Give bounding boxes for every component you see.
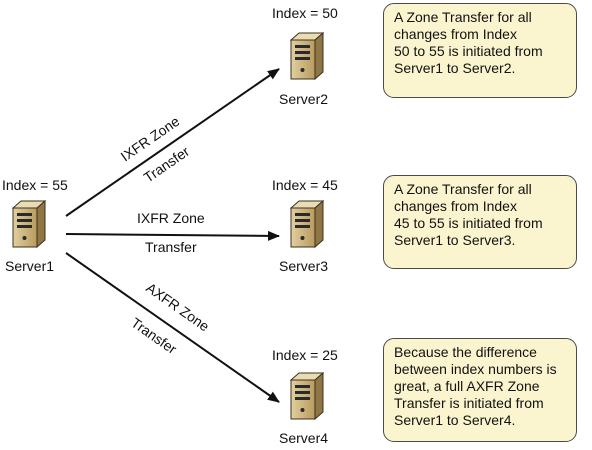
server3-index-label: Index = 45 <box>272 177 338 193</box>
transfer-label-2-line2: Transfer <box>145 239 197 255</box>
note-server3: A Zone Transfer for all changes from Ind… <box>383 175 577 269</box>
note-line: 50 to 55 is initiated from <box>394 43 543 59</box>
server1-index-label: Index = 55 <box>2 177 68 193</box>
server2-index-label: Index = 50 <box>272 5 338 21</box>
note-line: Transfer is initiated from <box>394 395 544 411</box>
server3-label: Server3 <box>279 258 328 274</box>
note-line: great, a full AXFR Zone <box>394 378 540 394</box>
arrow-server1-to-server4 <box>65 252 280 403</box>
note-line: Server1 to Server4. <box>394 412 516 428</box>
arrow-server1-to-server2 <box>65 68 280 217</box>
note-line: 45 to 55 is initiated from <box>394 215 543 231</box>
note-server2: A Zone Transfer for all changes from Ind… <box>383 3 577 98</box>
note-server4: Because the difference between index num… <box>383 338 577 442</box>
server1-icon <box>12 200 46 248</box>
server1-label: Server1 <box>5 258 54 274</box>
note-line: changes from Index <box>394 26 517 42</box>
note-line: Server1 to Server2. <box>394 60 516 76</box>
note-line: Because the difference <box>394 344 537 360</box>
server4-label: Server4 <box>279 430 328 446</box>
server3-icon <box>290 200 324 248</box>
server2-label: Server2 <box>279 91 328 107</box>
transfer-label-3-line2: Transfer <box>128 314 180 357</box>
note-line: Server1 to Server3. <box>394 232 516 248</box>
note-line: A Zone Transfer for all <box>394 9 532 25</box>
arrow-server1-to-server3 <box>65 230 280 241</box>
server2-icon <box>290 32 324 80</box>
transfer-label-2-line1: IXFR Zone <box>137 210 205 226</box>
note-line: between index numbers is <box>394 361 557 377</box>
note-line: changes from Index <box>394 198 517 214</box>
server4-icon <box>290 372 324 420</box>
note-line: A Zone Transfer for all <box>394 181 532 197</box>
server4-index-label: Index = 25 <box>272 347 338 363</box>
